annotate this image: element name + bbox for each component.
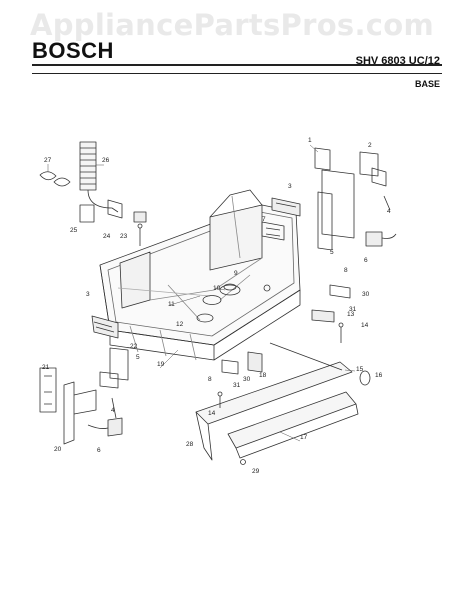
right-brackets — [261, 147, 397, 343]
callout-label: 8 — [208, 376, 212, 383]
section-title: BASE — [414, 79, 440, 89]
callout-label: 5 — [330, 249, 334, 256]
callout-label: 22 — [130, 343, 138, 350]
callout-label: 3 — [86, 291, 90, 298]
callout-label: 12 — [176, 321, 184, 328]
callout-labels: 1234567891011121314303131921225462083130… — [42, 137, 391, 475]
callout-label: 16 — [375, 372, 383, 379]
callout-label: 30 — [243, 376, 251, 383]
callout-label: 18 — [259, 372, 267, 379]
callout-label: 3 — [288, 183, 292, 190]
callout-label: 27 — [44, 157, 52, 164]
leader-lines — [47, 144, 356, 442]
callout-label: 26 — [102, 157, 110, 164]
header-rule-thin — [32, 73, 442, 74]
callout-label: 1 — [308, 137, 312, 144]
callout-label: 6 — [364, 257, 368, 264]
callout-label: 6 — [97, 447, 101, 454]
pump-parts — [196, 283, 271, 323]
callout-label: 29 — [252, 468, 260, 475]
callout-label: 31 — [349, 306, 357, 313]
callout-label: 24 — [103, 233, 111, 240]
callout-label: 13 — [347, 311, 355, 318]
model-number: SHV 6803 UC/12 — [355, 55, 440, 67]
watermark: AppliancePartsPros.com — [29, 8, 435, 42]
callout-label: 9 — [234, 270, 238, 277]
callout-label: 8 — [344, 267, 348, 274]
callout-label: 30 — [362, 291, 370, 298]
callout-label: 17 — [300, 434, 308, 441]
callout-label: 11 — [168, 301, 175, 308]
callout-label: 7 — [262, 216, 266, 223]
callout-label: 31 — [233, 382, 241, 389]
callout-label: 5 — [136, 354, 140, 361]
callout-label: 2 — [368, 142, 372, 149]
callout-label: 19 — [157, 361, 165, 368]
callout-label: 25 — [70, 227, 78, 234]
callout-label: 4 — [387, 208, 391, 215]
callout-label: 4 — [111, 407, 115, 414]
callout-label: 14 — [208, 410, 216, 417]
callout-label: 28 — [186, 441, 194, 448]
drain-hose — [39, 141, 147, 246]
brand-logo: BOSCH — [32, 38, 114, 63]
base-frame — [99, 189, 301, 361]
callout-label: 15 — [356, 366, 364, 373]
callout-label: 21 — [42, 364, 50, 371]
callout-label: 10 — [213, 285, 221, 292]
callout-label: 20 — [54, 446, 62, 453]
header-rule — [32, 64, 442, 66]
left-brackets — [39, 315, 129, 445]
kick-panel — [195, 342, 371, 465]
callout-label: 14 — [361, 322, 369, 329]
callout-label: 23 — [120, 233, 128, 240]
